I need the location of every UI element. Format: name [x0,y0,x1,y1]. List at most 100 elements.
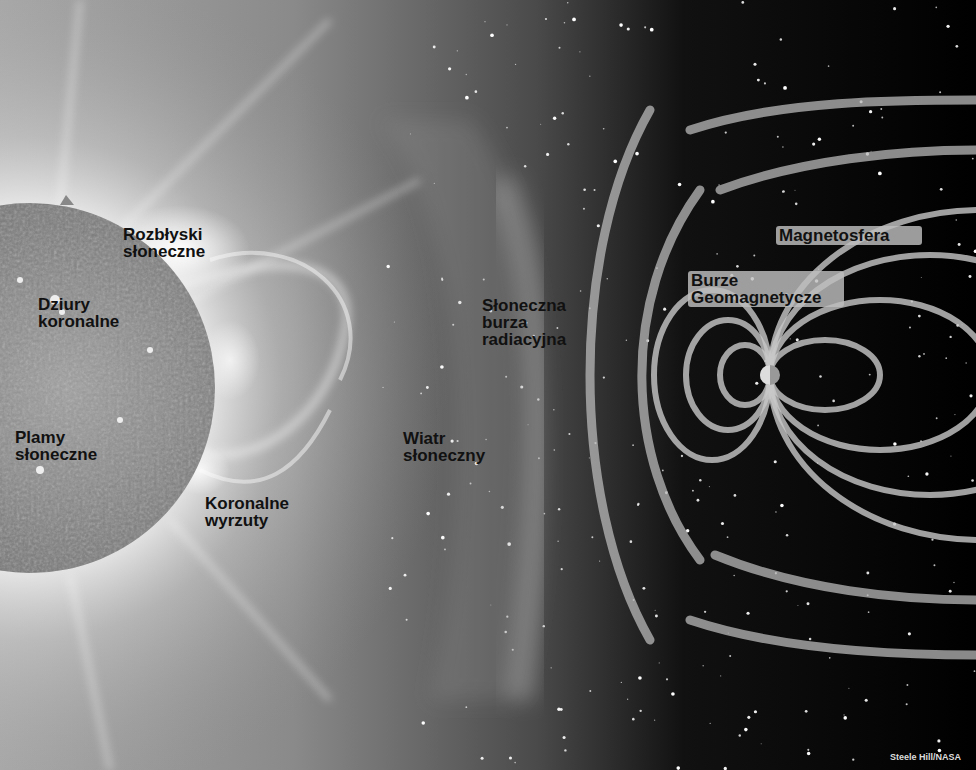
star [721,522,724,525]
star [448,67,451,70]
star [817,425,819,427]
star [642,587,645,590]
star [564,22,566,24]
star [775,511,777,513]
star [949,336,951,338]
star [654,720,655,721]
star [597,224,600,227]
star [506,127,508,129]
star [561,568,563,570]
star [782,146,784,148]
star [786,534,789,537]
star [753,63,756,66]
star [734,494,737,497]
star [699,479,701,481]
star [829,657,831,659]
star [843,716,847,720]
star [662,470,664,472]
star [878,172,882,176]
star [638,676,642,680]
star [945,357,947,359]
star [969,275,972,278]
star [938,749,942,753]
star [426,512,430,516]
star [954,414,955,415]
star [567,143,569,145]
star [394,321,395,322]
star [447,493,450,496]
star [421,721,425,725]
star [727,536,729,538]
star [391,537,393,539]
star [936,417,938,419]
star [553,117,556,120]
cme-label: Koronalne wyrzuty [205,495,315,529]
star [603,128,605,130]
star [627,27,630,30]
star [591,536,593,538]
star [782,190,785,193]
star [404,574,407,577]
star [908,475,910,477]
star [632,444,634,446]
star [906,684,908,686]
star [704,611,706,613]
star [807,749,809,751]
star [567,2,569,4]
star [755,382,758,385]
star [780,504,784,508]
star [702,665,703,666]
geomagnetic-storm-label: Burze Geomagnetycze [688,271,844,307]
star [921,277,922,278]
star [807,752,810,755]
star [937,739,940,742]
star [869,110,872,113]
star [389,587,392,590]
star [764,82,766,84]
star [583,188,586,191]
star [786,590,788,592]
star [426,386,429,389]
star [637,503,639,505]
star [626,340,627,341]
star [481,757,484,760]
star [971,479,974,482]
star [678,183,682,187]
star [563,736,566,739]
sunspot-label: Plamy słoneczne [15,429,125,463]
star [819,375,822,378]
star [599,560,600,561]
star [931,539,933,541]
star [386,265,389,268]
star [865,699,868,702]
star [564,749,566,751]
star [589,457,590,458]
star [607,278,609,280]
star [540,124,541,125]
star [832,400,835,403]
star [583,208,585,210]
star [739,734,741,736]
star [663,308,666,311]
star [956,45,959,48]
star [869,374,871,376]
star [955,219,957,221]
star [650,28,654,32]
star [733,575,735,577]
star [580,290,582,292]
star [490,33,494,37]
credit-watermark: Steele Hill/NASA [890,752,961,762]
star [627,699,628,700]
star [603,376,605,378]
star [868,611,870,613]
star [630,540,633,543]
star [593,189,595,191]
star [795,203,798,206]
magnetosphere-label: Magnetosfera [776,226,922,245]
star [681,455,683,457]
star [807,602,810,605]
star [572,18,576,22]
star [637,504,639,506]
star [639,710,641,712]
star [909,326,911,328]
